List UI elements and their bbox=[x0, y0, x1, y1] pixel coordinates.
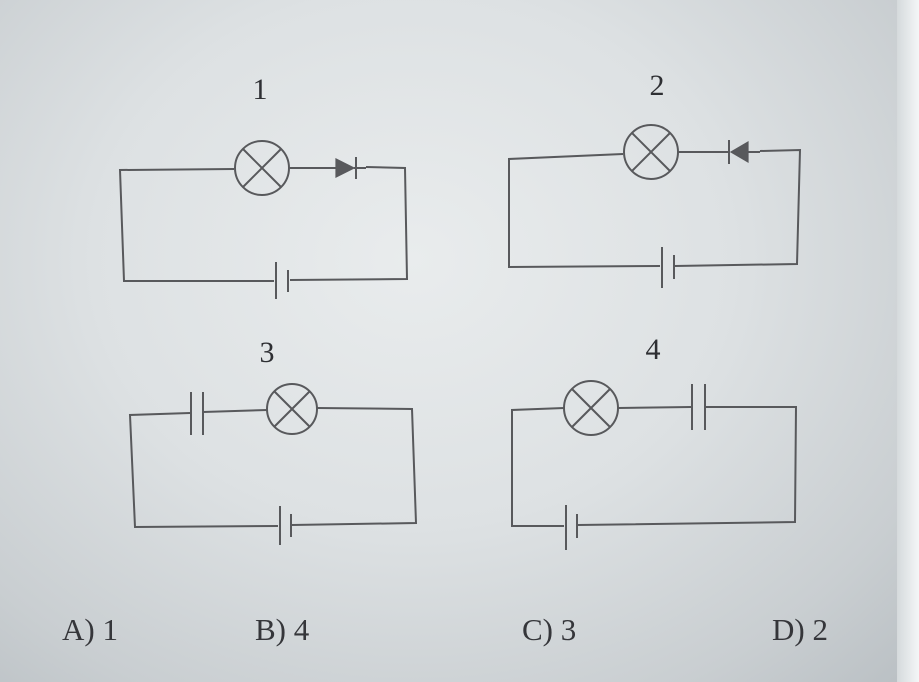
circuit-1-number: 1 bbox=[253, 73, 268, 106]
circuit-2-wire-right bbox=[674, 148, 802, 267]
battery-3 bbox=[279, 506, 292, 545]
diode-2 bbox=[728, 140, 760, 164]
circuit-3: 3 bbox=[128, 336, 418, 545]
circuit-3-wire-right bbox=[291, 407, 418, 526]
capacitor-3 bbox=[190, 392, 204, 435]
lamp-4 bbox=[563, 380, 619, 436]
circuit-4-wire-right bbox=[577, 406, 798, 526]
circuit-3-number: 3 bbox=[260, 336, 275, 369]
battery-4 bbox=[565, 505, 578, 550]
circuit-1: 1 bbox=[118, 73, 409, 299]
capacitor-4 bbox=[691, 384, 706, 430]
circuit-2: 2 bbox=[508, 69, 802, 288]
battery-2 bbox=[661, 247, 675, 288]
circuit-4-wire-left bbox=[511, 407, 565, 527]
circuit-3-wire-left bbox=[128, 412, 279, 529]
circuit-3-wire-top bbox=[202, 409, 268, 413]
lamp-1 bbox=[234, 140, 290, 196]
circuit-4-wire-top bbox=[617, 406, 692, 409]
circuit-1-wire-left bbox=[118, 168, 274, 282]
option-a[interactable]: A) 1 bbox=[62, 612, 118, 647]
circuit-2-number: 2 bbox=[650, 69, 665, 102]
option-c[interactable]: C) 3 bbox=[522, 612, 577, 647]
answer-options: A) 1 B) 4 C) 3 D) 2 bbox=[0, 612, 919, 664]
option-d[interactable]: D) 2 bbox=[772, 612, 828, 647]
page-edge bbox=[897, 0, 919, 682]
lamp-3 bbox=[266, 383, 318, 435]
lamp-2 bbox=[623, 124, 679, 180]
circuit-4: 4 bbox=[511, 333, 798, 550]
circuit-2-wire-left bbox=[508, 153, 661, 269]
diode-1 bbox=[335, 157, 366, 179]
option-b[interactable]: B) 4 bbox=[255, 612, 310, 647]
circuit-1-wire-right bbox=[289, 166, 409, 281]
circuit-4-number: 4 bbox=[646, 333, 661, 366]
battery-1 bbox=[275, 262, 289, 299]
